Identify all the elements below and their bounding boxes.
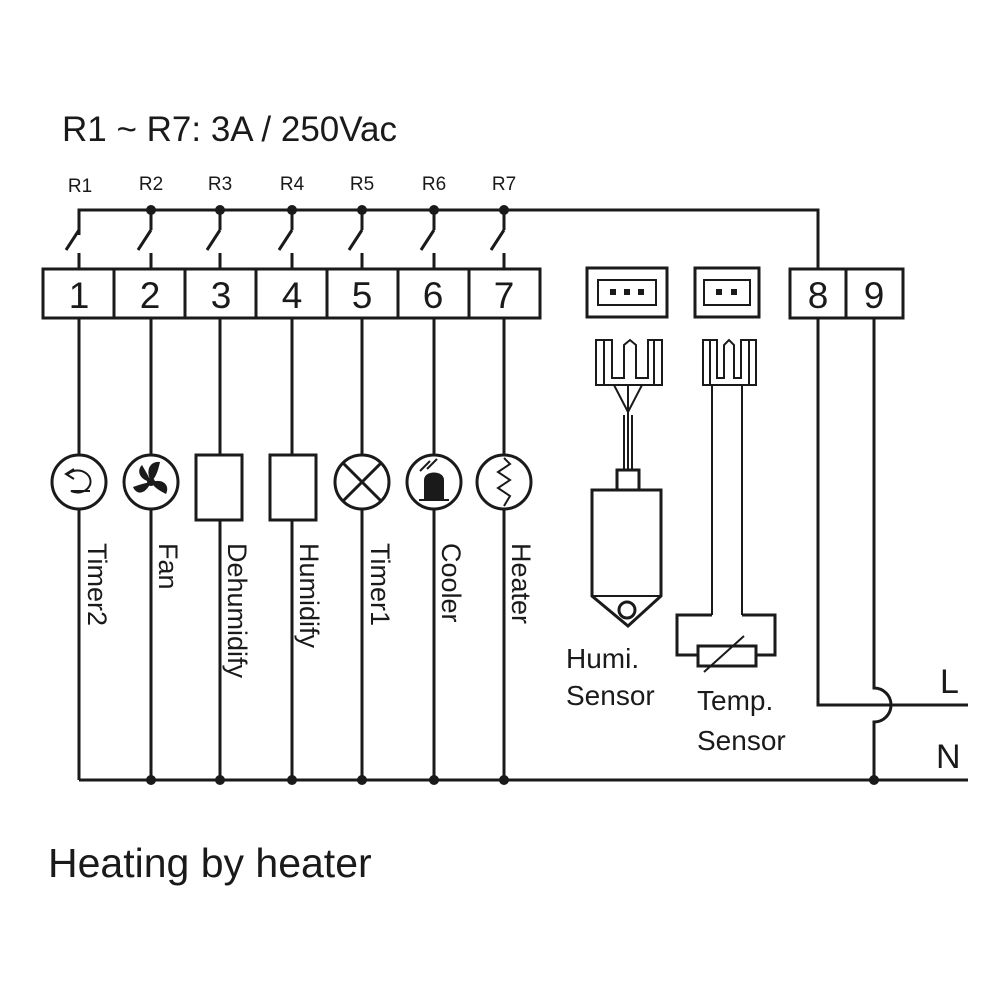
humidify-relay-box-icon: [268, 453, 318, 522]
neutral-junction: [146, 775, 156, 785]
relay-label-r3: R3: [208, 174, 232, 195]
neutral-label: N: [936, 738, 961, 776]
common-bus: [77, 205, 820, 268]
relay-contacts: [64, 229, 506, 268]
load-label-dehumidify: Dehumidify: [222, 543, 252, 679]
terminal-1: 1: [69, 275, 90, 316]
neutral-bus: [79, 775, 968, 785]
humi-sensor-label-line1: Humi.: [566, 643, 639, 674]
terminal-block: 1 2 3 4 5 6 7: [41, 267, 542, 320]
load-label-humidify: Humidify: [294, 543, 324, 649]
terminal-4: 4: [282, 275, 303, 316]
power-terminal-block: 8 9: [788, 267, 905, 320]
power-lines: L N: [816, 318, 968, 780]
fan-icon: [122, 453, 180, 511]
dehumidify-relay-box-icon: [194, 453, 244, 522]
temp-sensor-connector: [693, 266, 761, 319]
load-label-timer1: Timer1: [365, 543, 395, 626]
load-label-fan: Fan: [153, 543, 183, 590]
diagram-caption: Heating by heater: [48, 840, 372, 886]
load-label-cooler: Cooler: [436, 543, 466, 623]
relay-label-r2: R2: [139, 174, 163, 195]
neutral-junction: [499, 775, 509, 785]
relay-labels: R1 R2 R3 R4 R5 R6 R7: [68, 174, 516, 197]
temp-sensor-probe: [675, 613, 777, 673]
neutral-junction: [357, 775, 367, 785]
humi-sensor-probe: [590, 468, 663, 628]
rating-label: R1 ~ R7: 3A / 250Vac: [62, 110, 397, 149]
live-label: L: [940, 663, 959, 701]
relay-label-r7: R7: [492, 174, 516, 195]
load-labels: Timer2 Fan Dehumidify Humidify Timer1 Co…: [82, 543, 536, 679]
terminal-5: 5: [352, 275, 373, 316]
terminal-6: 6: [423, 275, 444, 316]
humi-sensor-cable: [613, 384, 643, 470]
temp-sensor-cable: [711, 385, 743, 615]
humi-sensor-label-line2: Sensor: [566, 680, 655, 711]
terminal-3: 3: [211, 275, 232, 316]
neutral-junction: [429, 775, 439, 785]
neutral-junction: [215, 775, 225, 785]
terminal-8: 8: [808, 275, 829, 316]
relay-label-r6: R6: [422, 174, 446, 195]
relay-label-r4: R4: [280, 174, 305, 195]
lamp-icon: [333, 453, 391, 511]
timer-icon: [50, 453, 108, 511]
temp-sensor-label-line2: Sensor: [697, 725, 786, 756]
humi-sensor-connector: [585, 266, 669, 319]
humi-sensor-plug: [595, 338, 663, 386]
neutral-junction: [287, 775, 297, 785]
cooler-icon: [405, 453, 463, 511]
load-label-heater: Heater: [506, 543, 536, 624]
load-wires: [77, 318, 506, 780]
heater-icon: [475, 453, 533, 511]
terminal-2: 2: [140, 275, 161, 316]
temp-sensor-label-line1: Temp.: [697, 685, 773, 716]
load-label-timer2: Timer2: [82, 543, 112, 626]
terminal-9: 9: [864, 275, 885, 316]
relay-label-r5: R5: [350, 174, 374, 195]
temp-sensor-plug: [702, 338, 757, 386]
relay-label-r1: R1: [68, 176, 92, 197]
terminal-7: 7: [494, 275, 515, 316]
